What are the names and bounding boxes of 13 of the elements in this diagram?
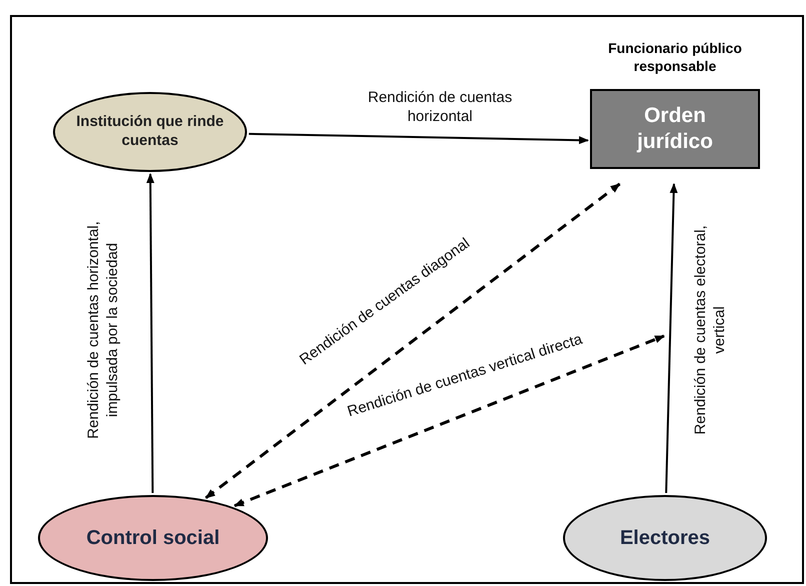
arrow (248, 132, 589, 144)
edge-label: Rendición de cuentas horizontal (366, 89, 514, 127)
dashed-arrow (234, 334, 665, 508)
dashed-arrow (205, 182, 621, 500)
node-label: Control social (86, 526, 220, 550)
arrow (665, 183, 678, 494)
edge-label: Rendición de cuentas horizontal, impulsada por la sociedad (85, 220, 122, 441)
arrow (146, 173, 154, 493)
node-label: Institución que rinde cuentas (75, 113, 225, 151)
node-label: Electores (620, 526, 710, 550)
node-label: Orden jurídico (636, 102, 714, 155)
node-heading: Funcionario público responsable (607, 40, 743, 75)
edge-label: Rendición de cuentas electoral, vertical (692, 224, 729, 437)
